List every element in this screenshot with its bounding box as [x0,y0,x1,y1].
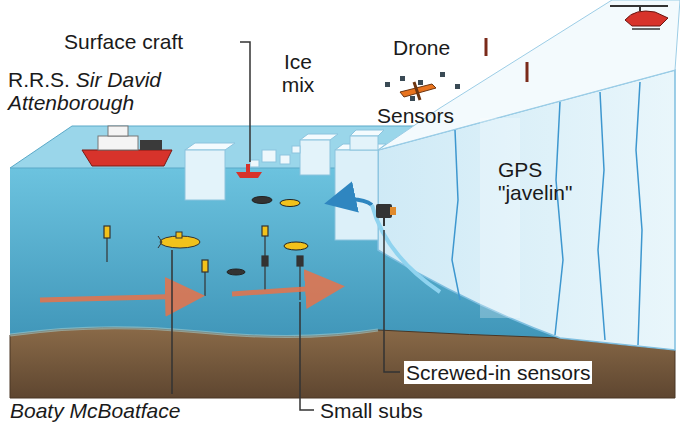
ship-prefix: R.R.S. [8,68,70,91]
part-label: Boaty McBoatface [8,399,182,422]
part-label: Small subs [318,399,425,422]
part-label: Sensors [377,104,454,127]
part-label: GPS "javelin" [498,158,596,204]
part-label: Surface craft [64,30,183,53]
part-label: Drone [393,36,450,59]
ship-label: R.R.S.Sir David Attenborough [8,68,243,114]
part-label: Screwed-in sensors [404,361,592,384]
part-label: Ice mix [272,50,324,96]
